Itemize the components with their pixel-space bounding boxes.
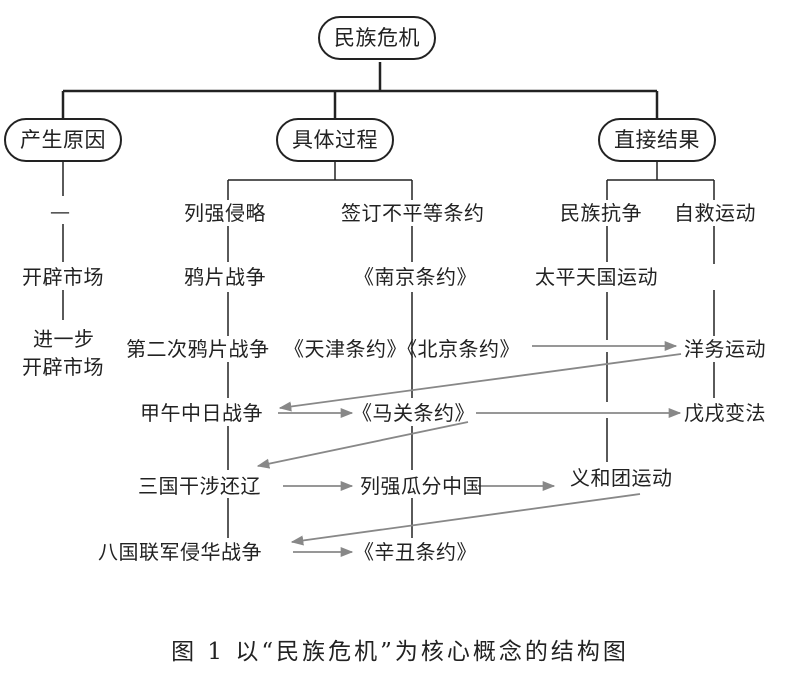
category-result-box: 直接结果 xyxy=(598,118,716,162)
movement-reform: 戊戌变法 xyxy=(684,401,766,425)
movement-boxer: 义和团运动 xyxy=(570,466,673,490)
category-process-box: 具体过程 xyxy=(276,118,394,162)
treaty-tianjin-beijing: 《天津条约》《北京条约》 xyxy=(284,337,520,361)
result-resistance: 民族抗争 xyxy=(560,201,642,225)
cause-further-line2: 开辟市场 xyxy=(22,355,104,379)
result-self-rescue: 自救运动 xyxy=(674,201,756,225)
event-triple-intervention: 三国干涉还辽 xyxy=(138,474,261,498)
treaty-nanjing: 《南京条约》 xyxy=(354,265,477,289)
treaty-shimonoseki: 《马关条约》 xyxy=(352,401,475,425)
relation-arrows xyxy=(256,340,682,558)
arrow-westernization-to-sino-japanese-war xyxy=(278,353,682,412)
arrow-boxer-to-eight-nation xyxy=(290,493,641,546)
movement-taiping: 太平天国运动 xyxy=(535,265,658,289)
root-concept-box: 民族危机 xyxy=(318,16,436,60)
treaty-xinchou: 《辛丑条约》 xyxy=(354,540,477,564)
event-second-opium-war: 第二次鸦片战争 xyxy=(126,337,270,361)
cause-dash: — xyxy=(50,199,71,223)
tree-connectors xyxy=(61,62,659,118)
process-aggression: 列强侵略 xyxy=(184,201,266,225)
category-cause-box: 产生原因 xyxy=(4,118,122,162)
arrow-shimonoseki-to-intervention xyxy=(256,421,469,469)
event-partition: 列强瓜分中国 xyxy=(360,474,483,498)
event-eight-nation-alliance: 八国联军侵华战争 xyxy=(98,540,262,564)
cause-further-line1: 进一步 xyxy=(33,327,95,351)
movement-westernization: 洋务运动 xyxy=(684,337,766,361)
event-sino-japanese-war: 甲午中日战争 xyxy=(140,401,263,425)
cause-open-market: 开辟市场 xyxy=(22,265,104,289)
event-opium-war: 鸦片战争 xyxy=(184,265,266,289)
figure-caption: 图 1 以“民族危机”为核心概念的结构图 xyxy=(171,639,629,665)
process-treaties: 签订不平等条约 xyxy=(341,201,485,225)
